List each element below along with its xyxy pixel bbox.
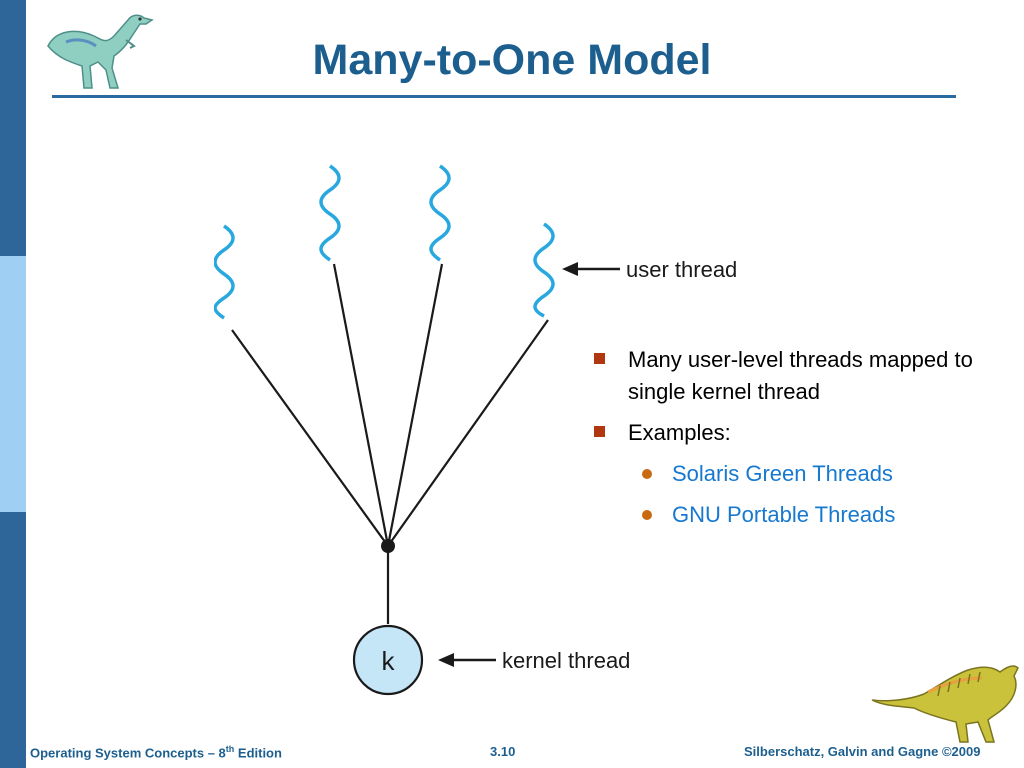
many-to-one-diagram: k user thread kernel thread <box>214 160 754 696</box>
kernel-thread-arrow-head <box>438 653 454 667</box>
side-bar-top <box>0 0 26 256</box>
mapping-line-3 <box>386 263 444 547</box>
mapping-line-1 <box>231 329 389 547</box>
dot-bullet-icon <box>642 510 652 520</box>
bullet-list: Many user-level threads mapped to single… <box>592 344 1012 540</box>
dinosaur-footer-icon <box>871 665 1019 743</box>
footer-book-sup: th <box>225 744 235 754</box>
slide-title: Many-to-One Model <box>312 36 712 84</box>
bullet-item: Many user-level threads mapped to single… <box>592 344 1012 408</box>
user-thread-2 <box>319 164 341 262</box>
dinosaur-logo-icon <box>47 14 154 89</box>
user-thread-arrow-head <box>562 262 578 276</box>
side-bar-bottom <box>0 512 26 768</box>
kernel-thread-circle <box>352 624 424 696</box>
sub-bullet-text: Solaris Green Threads <box>672 461 893 486</box>
bullet-text: Many user-level threads mapped to single… <box>628 347 973 404</box>
kernel-thread-label: kernel thread <box>502 648 630 673</box>
footer-page-number: 3.10 <box>490 744 516 759</box>
user-thread-label: user thread <box>626 257 737 282</box>
footer-book-prefix: Operating System Concepts – 8 <box>30 745 226 761</box>
user-thread-3 <box>429 164 451 262</box>
footer-book-title: Operating System Concepts – 8th Edition <box>30 744 282 760</box>
sub-bullet-text: GNU Portable Threads <box>672 502 896 527</box>
mapping-line-4 <box>387 319 549 547</box>
kernel-symbol: k <box>382 646 396 676</box>
square-bullet-icon <box>594 426 605 437</box>
side-color-bar <box>0 0 26 768</box>
mapping-line-2 <box>332 263 390 547</box>
bullet-item: Examples: <box>592 417 1012 449</box>
sub-bullet-item: GNU Portable Threads <box>592 499 1012 531</box>
user-thread-4 <box>533 222 555 318</box>
side-bar-middle <box>0 256 26 512</box>
user-thread-1 <box>214 224 235 320</box>
square-bullet-icon <box>594 353 605 364</box>
bullet-text: Examples: <box>628 420 731 445</box>
footer-copyright: Silberschatz, Galvin and Gagne ©2009 <box>744 744 981 759</box>
title-underline <box>52 95 956 98</box>
footer-book-suffix: Edition <box>234 745 282 761</box>
dot-bullet-icon <box>642 469 652 479</box>
sub-bullet-item: Solaris Green Threads <box>592 458 1012 490</box>
